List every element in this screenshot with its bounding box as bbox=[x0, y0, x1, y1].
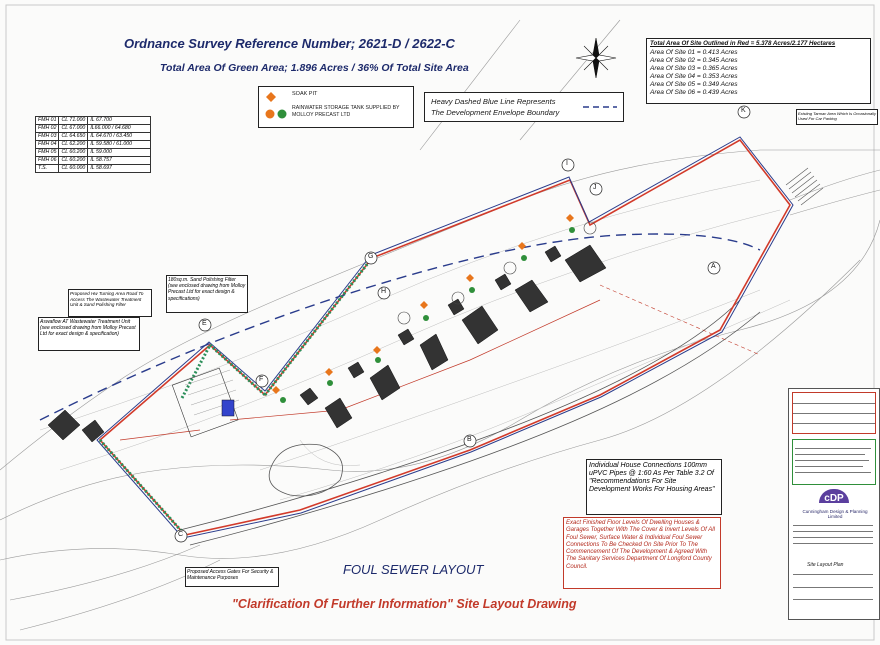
point-label-k: K bbox=[741, 107, 746, 114]
dashed-line-swatch bbox=[583, 106, 617, 108]
envelope-legend-line2: The Development Envelope Boundary bbox=[431, 108, 560, 117]
point-label-f: F bbox=[259, 376, 264, 383]
soak-pit-icon bbox=[266, 92, 276, 102]
point-label-g: G bbox=[368, 253, 374, 260]
site-area-05: Area Of Site 05 = 0.349 Acres bbox=[650, 81, 738, 88]
access-gates-note: Proposed Access Gates For Security & Mai… bbox=[185, 567, 279, 587]
company-name: Cunningham Design & Planning Limited bbox=[802, 509, 868, 520]
site-area-04: Area Of Site 04 = 0.353 Acres bbox=[650, 73, 738, 80]
drawing-name: Site Layout Plan bbox=[807, 562, 844, 568]
treatment-unit-note: Aswaflow AT Wastewater Treatment Unit (s… bbox=[38, 317, 140, 351]
envelope-legend-line1: Heavy Dashed Blue Line Represents bbox=[431, 97, 556, 106]
site-area-01: Area Of Site 01 = 0.413 Acres bbox=[650, 49, 738, 56]
title-block: cDP Cunningham Design & Planning Limited… bbox=[788, 388, 880, 620]
floor-levels-note: Exact Finished Floor Levels Of Dwelling … bbox=[563, 517, 721, 589]
site-area-06: Area Of Site 06 = 0.439 Acres bbox=[650, 89, 738, 96]
point-label-j: J bbox=[593, 184, 597, 191]
company-logo: cDP bbox=[819, 489, 849, 509]
clarification-title: "Clarification Of Further Information" S… bbox=[232, 597, 577, 611]
site-area-02: Area Of Site 02 = 0.345 Acres bbox=[650, 57, 738, 64]
envelope-legend-box: Heavy Dashed Blue Line Represents The De… bbox=[424, 92, 624, 122]
foul-sewer-layout-title: FOUL SEWER LAYOUT bbox=[343, 562, 484, 577]
green-area-subtitle: Total Area Of Green Area; 1.896 Acres / … bbox=[160, 62, 469, 74]
notes-panel bbox=[792, 439, 876, 485]
page-title: Ordnance Survey Reference Number; 2621-D… bbox=[124, 36, 455, 51]
point-label-h: H bbox=[381, 288, 387, 295]
legend-tank-label: RAINWATER STORAGE TANK SUPPLIED BY MOLLO… bbox=[292, 105, 400, 118]
point-label-c: C bbox=[178, 531, 184, 538]
parking-note: Existing Tarmac Area Which Is Occasional… bbox=[796, 109, 878, 125]
point-label-a: A bbox=[711, 263, 716, 270]
total-site-area: Total Area Of Site Outlined in Red = 5.3… bbox=[650, 40, 836, 47]
turning-area-note: Proposed Hw Turning Area Road To Access … bbox=[68, 289, 152, 317]
site-areas-box: Total Area Of Site Outlined in Red = 5.3… bbox=[646, 38, 871, 104]
legend-soak-pit-label: SOAK PIT bbox=[292, 91, 318, 97]
house-connections-note: Individual House Connections 100mm uPVC … bbox=[586, 459, 722, 515]
revision-table bbox=[792, 392, 876, 434]
point-label-b: B bbox=[467, 436, 472, 443]
site-area-03: Area Of Site 03 = 0.365 Acres bbox=[650, 65, 738, 72]
point-label-e: E bbox=[202, 320, 207, 327]
legend-box: SOAK PIT RAINWATER STORAGE TANK SUPPLIED… bbox=[258, 86, 414, 128]
point-label-i: I bbox=[566, 160, 568, 167]
polishing-filter-note: 180sq.m. Sand Polishing Filter (see encl… bbox=[166, 275, 248, 313]
tank-icon bbox=[265, 109, 287, 119]
